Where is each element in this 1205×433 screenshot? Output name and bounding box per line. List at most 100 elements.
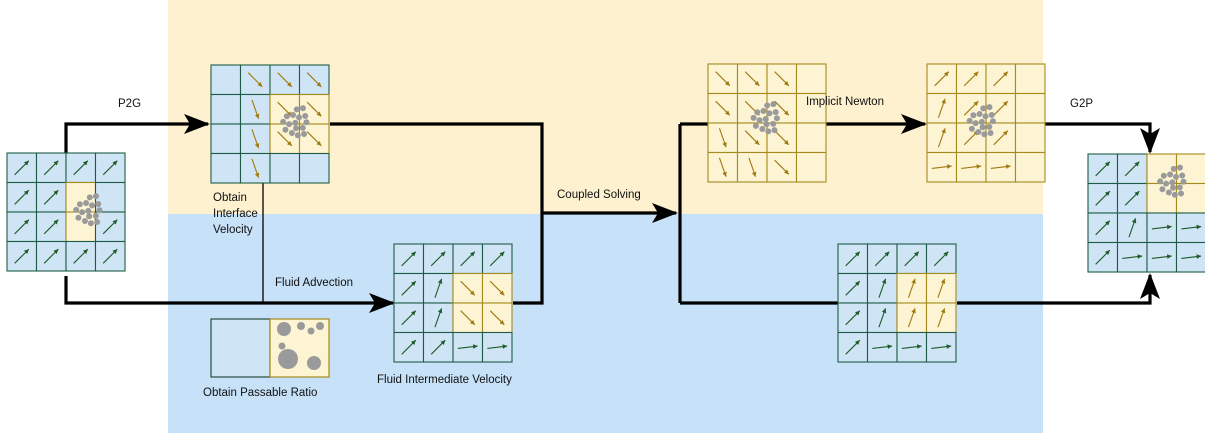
fluid-solve-grid — [837, 243, 957, 363]
arrow-head — [855, 340, 860, 345]
particle — [286, 121, 293, 128]
grid-cell — [1014, 151, 1046, 183]
arrow-head — [911, 308, 916, 314]
fluid-intermediate-velocity-grid — [393, 243, 513, 363]
arrow-head — [916, 344, 922, 349]
arrow-head — [754, 81, 760, 86]
arrow-head — [440, 340, 446, 345]
passable-ratio-particles — [277, 322, 324, 370]
particle — [1180, 178, 1187, 185]
intermediate-to-coupled-line — [513, 203, 678, 305]
arrow-head — [112, 160, 118, 166]
arrow-head — [1166, 224, 1172, 230]
arrow-head — [499, 290, 505, 296]
particle — [981, 131, 988, 138]
particle — [282, 126, 289, 133]
particle — [293, 106, 300, 113]
particle — [765, 128, 772, 135]
arrow-head — [784, 140, 789, 145]
particle — [762, 115, 769, 122]
particle — [968, 125, 975, 132]
particle — [296, 114, 303, 121]
arrow-head — [411, 251, 416, 257]
particle — [95, 201, 102, 208]
particle — [294, 132, 301, 139]
particle — [989, 118, 996, 125]
grid-cell — [1014, 63, 1046, 95]
solid-solve-grid — [707, 63, 827, 183]
particle — [1157, 178, 1164, 185]
passable-ratio-illustration — [210, 318, 330, 378]
particle — [1171, 191, 1178, 198]
grid-cell — [298, 152, 330, 184]
particle — [288, 129, 295, 136]
particle — [301, 131, 308, 138]
arrow-head — [722, 171, 727, 177]
particle — [750, 114, 757, 121]
input-grid — [6, 152, 126, 272]
particle — [986, 104, 993, 111]
particle — [754, 109, 761, 116]
particle — [94, 219, 101, 226]
arrow-head — [470, 320, 475, 325]
arrow-head — [911, 278, 916, 284]
arrow-head — [881, 278, 887, 284]
arrow-head — [24, 219, 29, 225]
particle — [92, 212, 99, 219]
arrow-head — [976, 164, 982, 169]
particle — [766, 110, 773, 117]
particle — [299, 124, 306, 131]
arrow-head — [53, 249, 59, 254]
arrow-head — [254, 172, 260, 178]
grid-cell — [795, 63, 827, 95]
particle — [773, 115, 780, 122]
arrow-head — [1105, 191, 1110, 196]
particle — [86, 213, 93, 220]
arrow-head — [502, 344, 508, 349]
particle — [292, 119, 299, 126]
particle — [83, 199, 90, 206]
arrow-head — [287, 141, 292, 146]
particle — [73, 206, 80, 213]
particle — [1167, 171, 1174, 178]
arrow-head — [914, 251, 919, 257]
implicit-newton-label: Implicit Newton — [806, 96, 884, 108]
arrow-head — [855, 281, 860, 286]
particle — [280, 118, 287, 125]
arrow-head — [1003, 101, 1008, 106]
particle — [76, 201, 83, 208]
particle — [771, 127, 778, 134]
arrow-head — [411, 340, 416, 345]
arrow-head — [784, 81, 789, 86]
particle — [1170, 165, 1177, 172]
particle — [96, 207, 103, 214]
fluid-to-output-arrow — [957, 273, 1160, 305]
arrow-head — [411, 281, 416, 286]
coupled-solving-label: Coupled Solving — [557, 189, 641, 201]
arrow-head — [784, 169, 789, 175]
arrow-head — [316, 111, 322, 117]
arrow-head — [722, 142, 727, 148]
particle — [1159, 186, 1166, 193]
particle — [1165, 189, 1172, 196]
particle — [1173, 173, 1180, 180]
arrow-head — [254, 143, 260, 149]
arrow-head — [1196, 224, 1202, 230]
particle — [92, 193, 99, 200]
particle — [976, 110, 983, 117]
grid-cell — [210, 64, 242, 96]
output-grid — [1087, 153, 1205, 273]
particle — [79, 209, 86, 216]
grid-cell — [925, 331, 957, 363]
particle — [980, 105, 987, 112]
particle — [85, 207, 92, 214]
particle — [972, 120, 979, 127]
flow-lines — [64, 114, 1160, 313]
p2g-arrow — [64, 114, 210, 153]
particle — [763, 121, 770, 128]
arrow-head — [1137, 254, 1143, 259]
arrow-head — [1105, 250, 1110, 255]
arrow-head — [855, 310, 860, 316]
particle — [86, 194, 93, 201]
arrow-head — [881, 308, 887, 314]
